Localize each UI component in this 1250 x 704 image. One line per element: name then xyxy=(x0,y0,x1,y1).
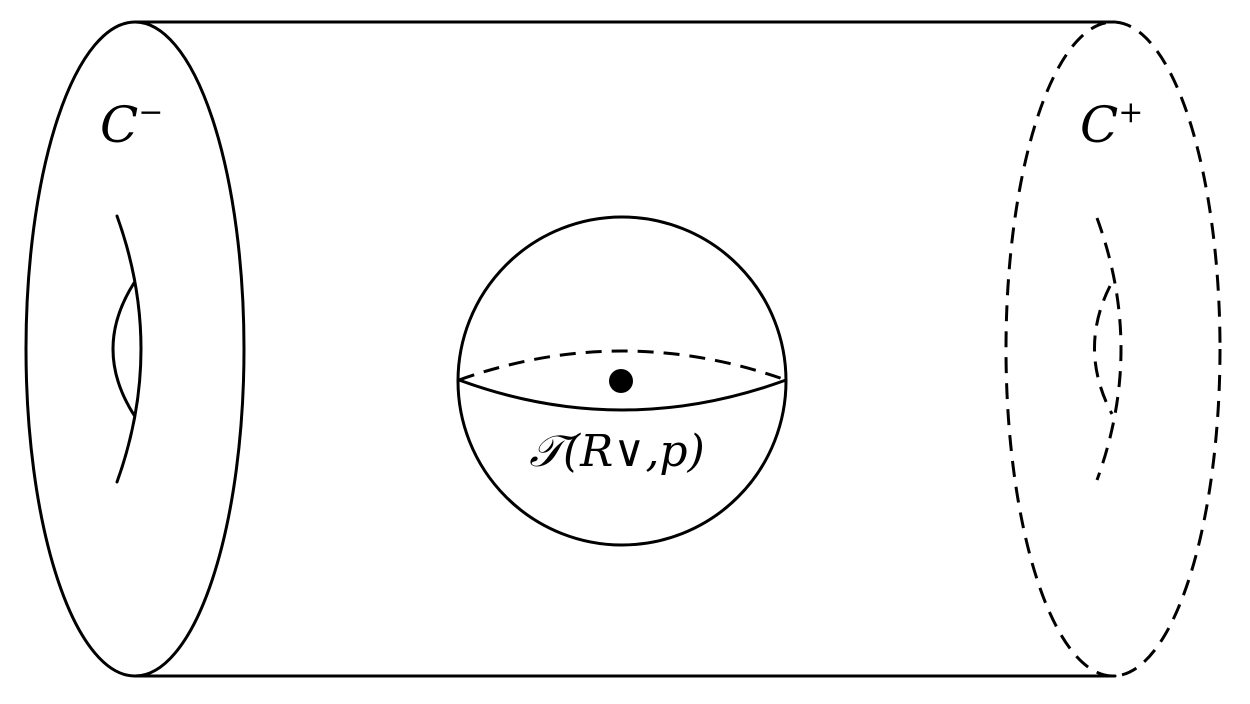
sphere-center-point xyxy=(609,369,633,393)
right-torus-hole-outer-arc xyxy=(1095,217,1123,481)
right-torus-hole-inner-arc xyxy=(1093,285,1114,415)
sphere-equator-front xyxy=(457,378,788,412)
right-torus-outline xyxy=(1004,20,1222,678)
left-torus-outline xyxy=(24,20,246,678)
left-boundary-torus xyxy=(24,20,246,678)
left-torus-hole-inner-arc xyxy=(111,281,136,417)
sphere-label: 𝒯(R∨,p) xyxy=(529,426,705,477)
central-sphere xyxy=(456,215,788,547)
left-torus-hole-outer-arc xyxy=(115,214,143,484)
sphere-equator-back xyxy=(458,349,787,382)
right-boundary-label: C+ xyxy=(1080,95,1143,154)
left-boundary-label: C− xyxy=(100,95,163,154)
right-boundary-torus xyxy=(1004,20,1222,678)
